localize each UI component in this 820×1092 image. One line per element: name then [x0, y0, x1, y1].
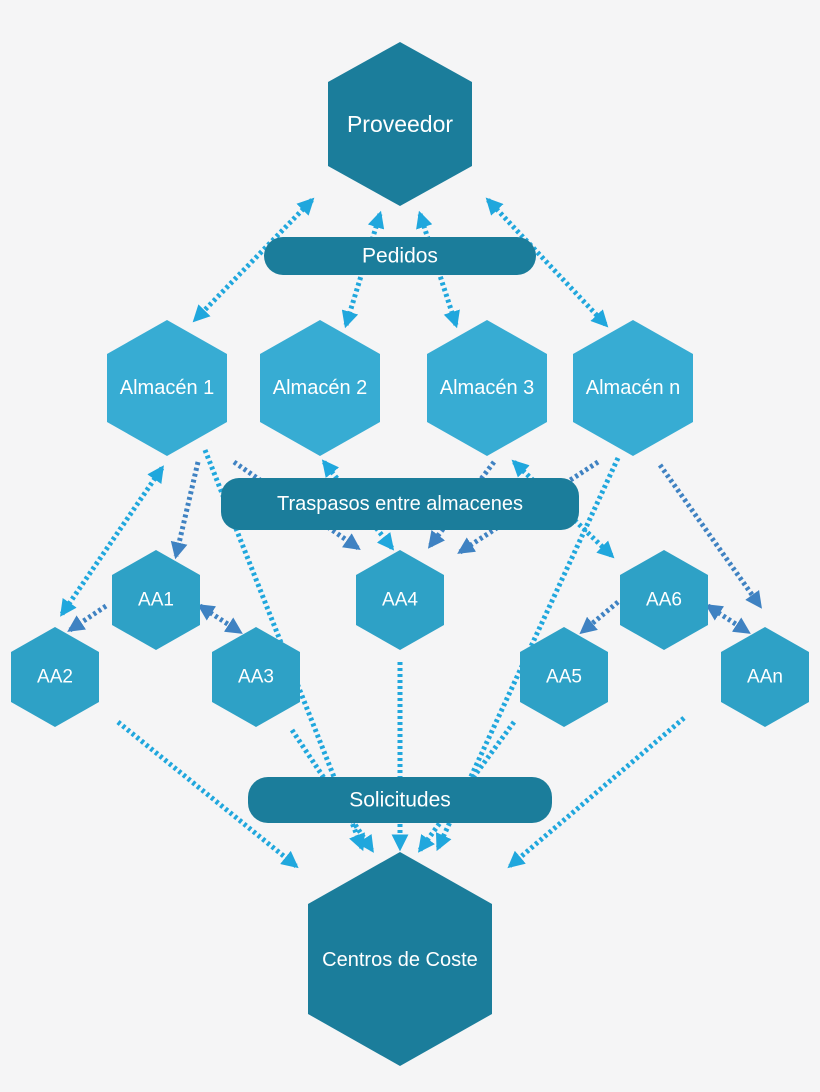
arrow-aa6-aa5: [579, 600, 620, 635]
node-almacen2-label: Almacén 2: [273, 377, 368, 399]
node-aa3-label: AA3: [238, 667, 274, 688]
node-aa1: AA1: [112, 550, 200, 650]
bar-solicitudes-label: Solicitudes: [349, 789, 451, 812]
node-almacen2: Almacén 2: [260, 320, 380, 456]
node-aa2: AA2: [11, 627, 99, 727]
node-aa4: AA4: [356, 550, 444, 650]
node-almacen1: Almacén 1: [107, 320, 227, 456]
node-aa6: AA6: [620, 550, 708, 650]
arrow-almacen1-aa4: [232, 459, 361, 551]
arrow-proveedor-almacenN: [485, 197, 609, 328]
arrow-almacenN-aan: [657, 463, 763, 609]
bar-traspasos-label: Traspasos entre almacenes: [277, 493, 523, 515]
node-aa3: AA3: [212, 627, 300, 727]
arrow-proveedor-almacen3: [416, 210, 460, 329]
arrow-aa1-aa2: [67, 603, 108, 633]
arrows-layer: [59, 197, 763, 869]
bar-solicitudes: Solicitudes: [248, 777, 552, 823]
node-almacen1-label: Almacén 1: [120, 377, 215, 399]
arrow-aa2-centros: [116, 720, 299, 869]
arrow-aa6-aan: [705, 603, 751, 635]
node-almacen3: Almacén 3: [427, 320, 547, 456]
node-aa1-label: AA1: [138, 590, 174, 611]
node-proveedor: Proveedor: [328, 42, 472, 206]
node-aan: AAn: [721, 627, 809, 727]
node-aa6-label: AA6: [646, 590, 682, 611]
arrow-proveedor-almacen2: [341, 210, 385, 329]
node-aa4-label: AA4: [382, 590, 418, 611]
node-aa5: AA5: [520, 627, 608, 727]
arrow-proveedor-almacen1: [192, 197, 315, 323]
bar-pedidos: Pedidos: [264, 237, 536, 275]
bar-pedidos-label: Pedidos: [362, 245, 438, 268]
arrow-almacen1-aa1: [170, 461, 201, 560]
node-proveedor-label: Proveedor: [347, 111, 453, 137]
node-almacen3-label: Almacén 3: [440, 377, 535, 399]
node-almacenN-label: Almacén n: [586, 377, 681, 399]
node-aa5-label: AA5: [546, 667, 582, 688]
node-centros-label: Centros de Coste: [322, 949, 478, 971]
arrow-aan-centros: [507, 716, 686, 869]
node-almacenN: Almacén n: [573, 320, 693, 456]
node-aa2-label: AA2: [37, 667, 73, 688]
node-centros-de-coste: Centros de Coste: [308, 852, 492, 1066]
arrow-aa1-aa3: [197, 603, 243, 635]
bar-traspasos: Traspasos entre almacenes: [221, 478, 579, 530]
node-aan-label: AAn: [747, 667, 783, 688]
